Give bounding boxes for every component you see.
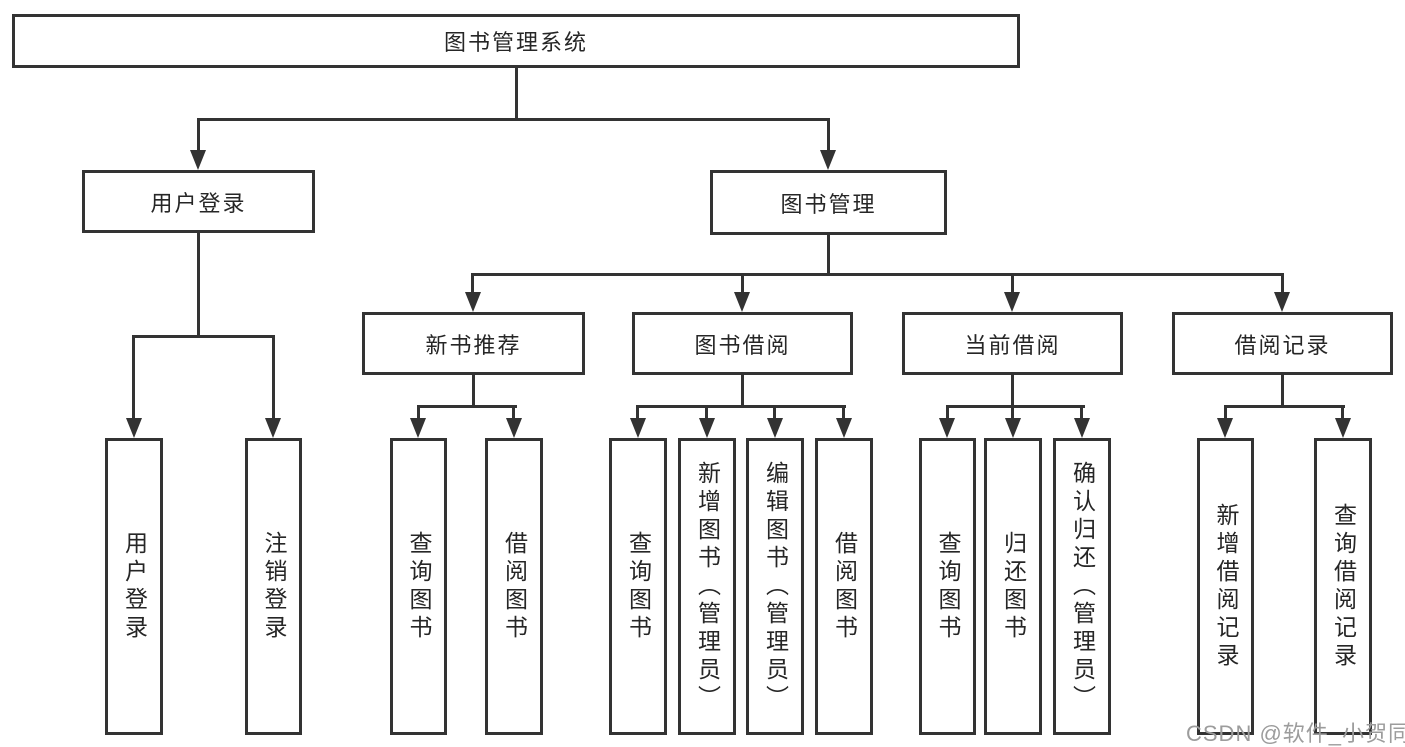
connector-line	[1080, 408, 1083, 420]
arrowhead-down-icon	[126, 418, 142, 438]
connector-line	[417, 405, 517, 408]
node-label: 图书管理	[780, 191, 877, 217]
arrowhead-down-icon	[1004, 292, 1020, 312]
leaf-query-borrow-record: 查询借阅记录	[1314, 438, 1372, 735]
node-label: 图书管理系统	[443, 30, 588, 55]
arrowhead-down-icon	[410, 418, 426, 438]
leaf-query-books-3: 查询图书	[919, 438, 976, 735]
node-label: 新增图书（管理员）	[694, 460, 721, 713]
node-label: 编辑图书（管理员）	[762, 460, 789, 713]
node-label: 用户登录	[121, 530, 148, 643]
csdn-watermark: CSDN @软件_小贺同学	[1186, 721, 1405, 746]
arrowhead-down-icon	[767, 418, 783, 438]
connector-line	[827, 235, 830, 276]
arrowhead-down-icon	[465, 292, 481, 312]
leaf-borrow-books: 借阅图书	[485, 438, 543, 735]
node-label: 确认归还（管理员）	[1069, 460, 1096, 713]
connector-line	[132, 335, 275, 338]
node-label: 归还图书	[1000, 530, 1027, 643]
node-current-borrowing: 当前借阅	[902, 312, 1123, 375]
connector-line	[1011, 375, 1014, 408]
node-label: 借阅记录	[1234, 332, 1331, 358]
arrowhead-down-icon	[734, 292, 750, 312]
connector-line	[132, 338, 135, 420]
arrowhead-down-icon	[1335, 418, 1351, 438]
connector-line	[512, 408, 515, 420]
leaf-edit-book-admin: 编辑图书（管理员）	[746, 438, 804, 735]
connector-line	[1224, 405, 1345, 408]
node-book-management: 图书管理	[710, 170, 947, 235]
node-label: 借阅图书	[831, 530, 858, 643]
connector-line	[636, 408, 639, 420]
connector-line	[1011, 408, 1014, 420]
connector-line	[636, 405, 846, 408]
connector-line	[515, 68, 518, 121]
arrowhead-down-icon	[836, 418, 852, 438]
leaf-logout: 注销登录	[245, 438, 302, 735]
node-label: 查询图书	[406, 530, 432, 643]
connector-line	[705, 408, 708, 420]
leaf-add-borrow-record: 新增借阅记录	[1197, 438, 1254, 735]
node-borrowing-records: 借阅记录	[1172, 312, 1393, 375]
connector-line	[1224, 408, 1227, 420]
arrowhead-down-icon	[1074, 418, 1090, 438]
connector-line	[827, 121, 830, 152]
node-label: 图书借阅	[694, 332, 791, 358]
node-label: 查询借阅记录	[1330, 502, 1357, 671]
node-label: 当前借阅	[964, 332, 1061, 358]
connector-line	[741, 375, 744, 408]
connector-line	[471, 273, 1284, 276]
arrowhead-down-icon	[820, 150, 836, 170]
connector-line	[197, 233, 200, 335]
connector-line	[272, 338, 275, 420]
node-label: 用户登录	[150, 190, 247, 216]
connector-line	[1281, 375, 1284, 408]
connector-line	[471, 276, 474, 294]
arrowhead-down-icon	[1274, 292, 1290, 312]
connector-line	[946, 405, 1085, 408]
connector-line	[842, 408, 845, 420]
node-label: 查询图书	[935, 530, 961, 643]
connector-line	[1281, 276, 1284, 294]
arrowhead-down-icon	[630, 418, 646, 438]
node-user-login: 用户登录	[82, 170, 315, 233]
connector-line	[417, 408, 420, 420]
connector-line	[197, 121, 200, 152]
node-label: 查询图书	[625, 530, 652, 643]
connector-line	[197, 118, 830, 121]
connector-line	[1341, 408, 1344, 420]
connector-line	[472, 375, 475, 408]
node-library-management-system: 图书管理系统	[12, 14, 1020, 68]
node-label: 借阅图书	[501, 530, 528, 643]
leaf-user-login: 用户登录	[105, 438, 163, 735]
connector-line	[773, 408, 776, 420]
arrowhead-down-icon	[190, 150, 206, 170]
leaf-query-books: 查询图书	[390, 438, 447, 735]
connector-line	[741, 276, 744, 294]
node-label: 新书推荐	[425, 332, 522, 358]
leaf-confirm-return-admin: 确认归还（管理员）	[1053, 438, 1111, 735]
arrowhead-down-icon	[699, 418, 715, 438]
leaf-add-book-admin: 新增图书（管理员）	[678, 438, 736, 735]
arrowhead-down-icon	[1217, 418, 1233, 438]
node-label: 注销登录	[261, 530, 287, 643]
connector-line	[946, 408, 949, 420]
connector-line	[1011, 276, 1014, 294]
leaf-return-books: 归还图书	[984, 438, 1042, 735]
arrowhead-down-icon	[265, 418, 281, 438]
arrowhead-down-icon	[939, 418, 955, 438]
leaf-query-books-2: 查询图书	[609, 438, 667, 735]
node-new-book-recommend: 新书推荐	[362, 312, 585, 375]
arrowhead-down-icon	[506, 418, 522, 438]
node-book-borrowing: 图书借阅	[632, 312, 853, 375]
leaf-borrow-books-2: 借阅图书	[815, 438, 873, 735]
arrowhead-down-icon	[1005, 418, 1021, 438]
node-label: 新增借阅记录	[1213, 502, 1239, 671]
